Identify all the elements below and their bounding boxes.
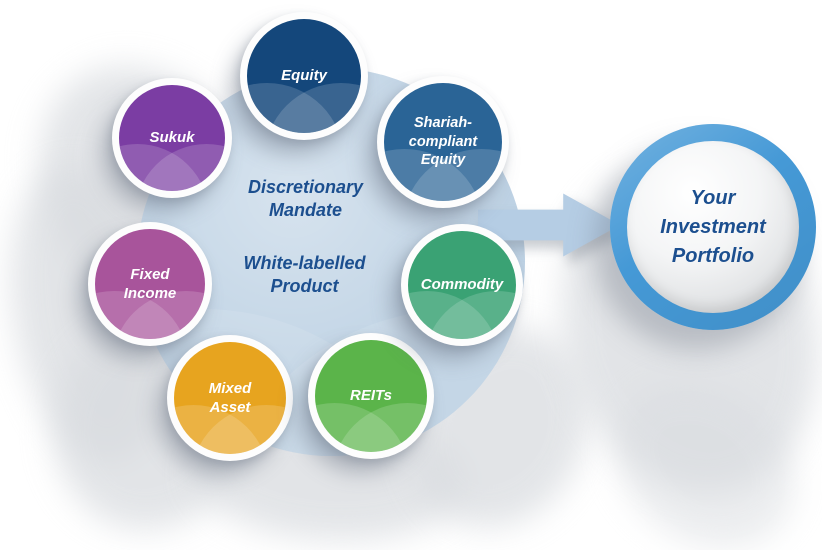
portfolio-ring: Your Investment Portfolio <box>610 124 816 330</box>
bubble-fixed-income-label: Fixed Income <box>123 265 177 302</box>
bubble-shariah-compliant-equity: Shariah- compliant Equity <box>377 76 509 208</box>
bubble-mixed-asset-label: Mixed Asset <box>208 379 252 416</box>
bubble-reits: REITs <box>308 333 434 459</box>
bubble-equity-core: Equity <box>247 19 361 133</box>
portfolio-label: Your Investment Portfolio <box>660 186 766 267</box>
portfolio-inner: Your Investment Portfolio <box>627 141 799 313</box>
bubble-sukuk: Sukuk <box>112 78 232 198</box>
bubble-mixed-asset: Mixed Asset <box>167 335 293 461</box>
portfolio-circle: Your Investment Portfolio <box>610 124 816 330</box>
bubble-equity-label: Equity <box>281 67 327 85</box>
hub-label-white-labelled-product: White-labelled Product <box>243 253 366 297</box>
bubble-fixed-income-core: Fixed Income <box>95 229 205 339</box>
bubble-commodity: Commodity <box>401 224 523 346</box>
bubble-commodity-core: Commodity <box>408 231 516 339</box>
bubble-reits-label: REITs <box>350 387 392 405</box>
bubble-shariah-core: Shariah- compliant Equity <box>384 83 502 201</box>
bubble-equity: Equity <box>240 12 368 140</box>
hub-label-discretionary-mandate: Discretionary Mandate <box>247 177 364 221</box>
bubble-mixed-asset-core: Mixed Asset <box>174 342 286 454</box>
bubble-sukuk-core: Sukuk <box>119 85 225 191</box>
bubble-sukuk-label: Sukuk <box>149 129 195 147</box>
bubble-shariah-label: Shariah- compliant Equity <box>408 115 478 169</box>
bubble-fixed-income: Fixed Income <box>88 222 212 346</box>
bubble-reits-core: REITs <box>315 340 427 452</box>
bubble-commodity-label: Commodity <box>420 276 504 294</box>
